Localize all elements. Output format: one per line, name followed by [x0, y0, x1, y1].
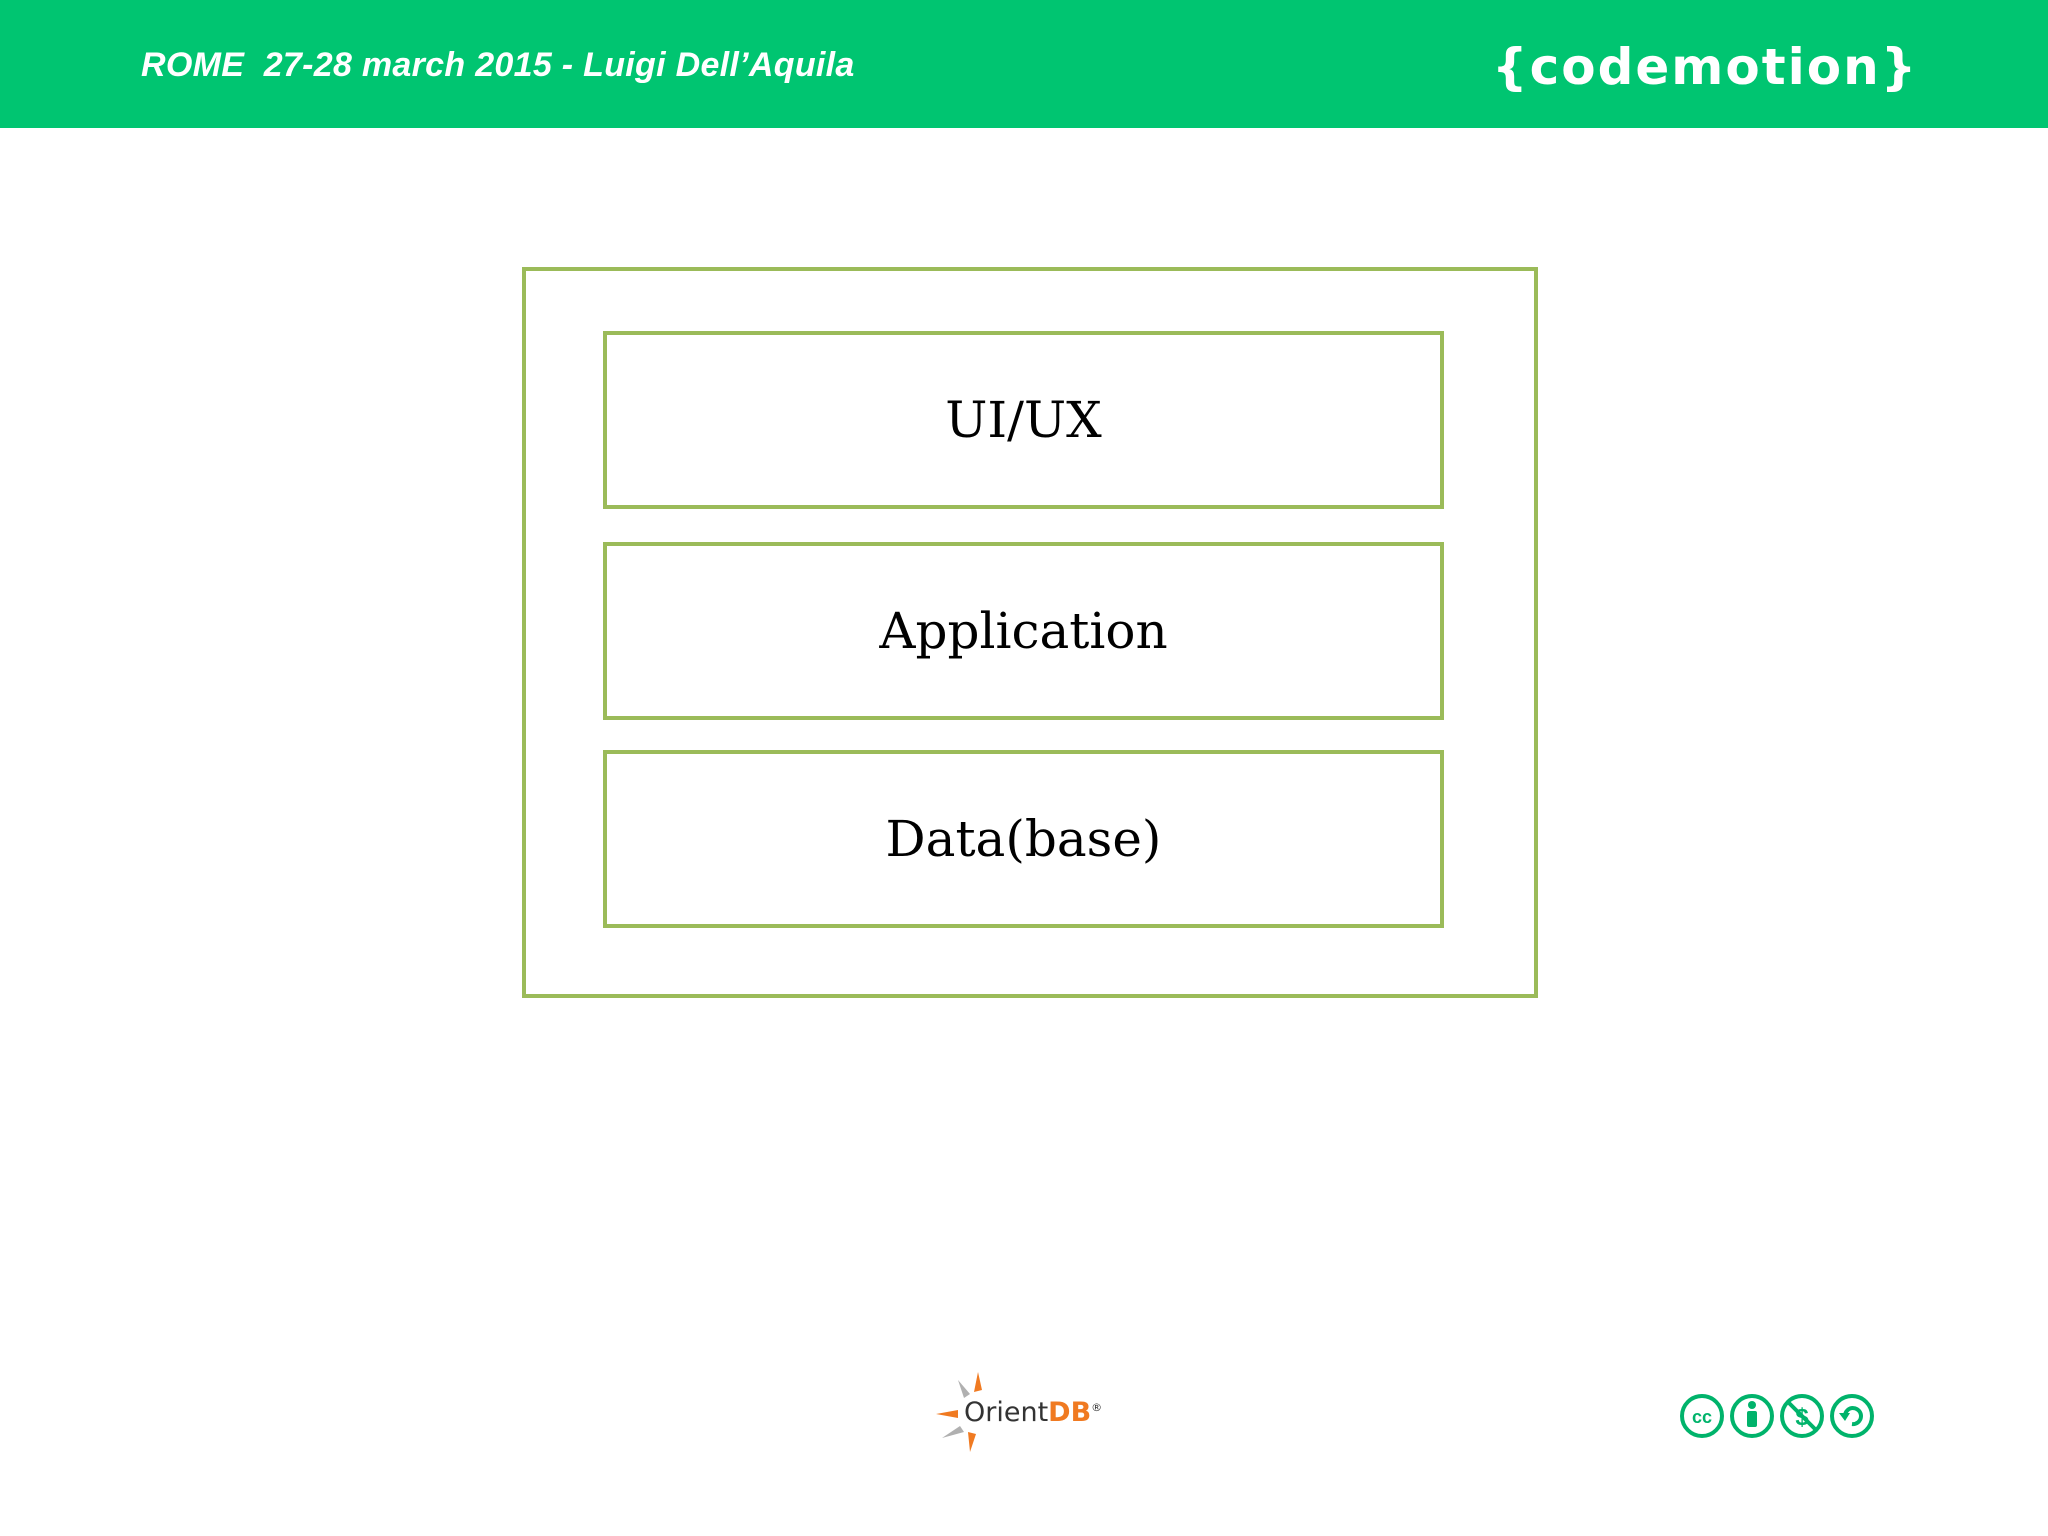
layer-database-label: Data(base): [885, 810, 1162, 868]
nc-icon: $: [1780, 1394, 1824, 1438]
svg-text:cc: cc: [1692, 1407, 1712, 1427]
orientdb-logo-icon: [936, 1372, 982, 1452]
layer-database: Data(base): [603, 750, 1444, 928]
orientdb-registered-mark: ®: [1091, 1401, 1103, 1414]
layer-application: Application: [603, 542, 1444, 720]
header-bar: ROME 27-28 march 2015 - Luigi Dell’Aquil…: [0, 0, 2048, 128]
layer-ui-ux-label: UI/UX: [945, 391, 1102, 449]
header-title: ROME 27-28 march 2015 - Luigi Dell’Aquil…: [141, 46, 855, 84]
sa-icon: [1830, 1394, 1874, 1438]
by-icon: [1730, 1394, 1774, 1438]
system-outer-box: [522, 267, 1538, 998]
cc-icon: cc: [1680, 1394, 1724, 1438]
layer-application-label: Application: [879, 602, 1168, 660]
layer-ui-ux: UI/UX: [603, 331, 1444, 509]
orientdb-wordmark: OrientDB®: [964, 1397, 1102, 1428]
codemotion-logo: {codemotion}: [1492, 38, 1919, 96]
orientdb-suffix: DB: [1048, 1397, 1092, 1428]
orientdb-star-icon: [936, 1372, 982, 1452]
cc-license-icons: cc $: [1680, 1394, 1874, 1438]
orientdb-name: Orient: [964, 1397, 1049, 1428]
